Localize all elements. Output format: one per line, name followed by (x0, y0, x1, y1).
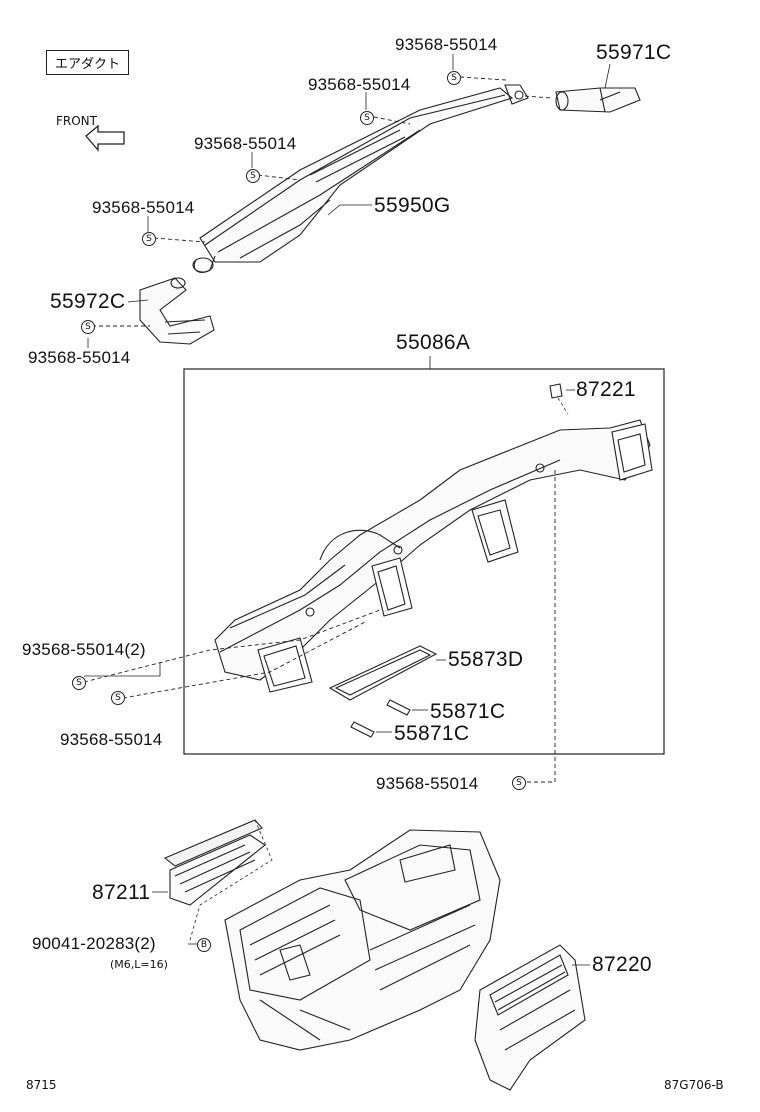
screw-symbol-1: S (447, 71, 461, 85)
label-93568-top: 93568-55014 (395, 35, 498, 54)
screw-symbol-8: S (512, 776, 526, 790)
footer-right-code: 87G706-B (664, 1078, 724, 1092)
label-55871C-b: 55871C (394, 722, 470, 745)
front-label: FRONT (56, 114, 97, 128)
duct-55950G-drawing (192, 84, 529, 273)
hvac-unit-drawing (224, 829, 501, 1051)
label-55871C-a: 55871C (430, 700, 506, 723)
label-93568-f: 93568-55014 (376, 774, 479, 793)
front-arrow-icon (85, 124, 125, 152)
bolt-symbol: B (197, 938, 211, 952)
screw-symbol-6: S (72, 676, 86, 690)
label-90041: 90041-20283(2) (32, 934, 156, 953)
screw-symbol-3: S (246, 169, 260, 183)
vent-55972C-drawing (139, 277, 215, 345)
label-87211: 87211 (92, 881, 151, 904)
label-93568-c: 93568-55014 (92, 198, 195, 217)
label-90041-note: (M6,L=16) (110, 958, 168, 971)
screw-symbol-7: S (111, 691, 125, 705)
footer-left-code: 8715 (26, 1078, 57, 1092)
label-87221: 87221 (576, 378, 636, 401)
label-55972C: 55972C (50, 290, 126, 313)
strip-55871C-b (350, 721, 375, 738)
screw-symbol-5: S (81, 320, 95, 334)
duct-55086A-drawing (214, 419, 653, 693)
label-93568-e: 93568-55014 (60, 730, 163, 749)
assembly-box-55086A (183, 368, 665, 755)
screw-symbol-2: S (360, 111, 374, 125)
clip-87221-drawing (549, 383, 563, 399)
panel-87220-drawing (474, 944, 586, 1091)
label-93568-a: 93568-55014 (308, 75, 411, 94)
filter-87211-drawing (163, 819, 266, 906)
label-93568-b: 93568-55014 (194, 134, 297, 153)
label-55971C: 55971C (596, 41, 672, 64)
label-93568-d: 93568-55014 (28, 348, 131, 367)
gasket-55873D-drawing (328, 645, 438, 701)
label-87220: 87220 (592, 953, 652, 976)
screw-symbol-4: S (142, 232, 156, 246)
vent-55971C-drawing (555, 87, 641, 113)
section-title: エアダクト (46, 50, 130, 75)
label-55086A: 55086A (396, 331, 471, 354)
label-55950G: 55950G (374, 194, 451, 217)
label-93568-x2: 93568-55014(2) (22, 640, 146, 659)
strip-55871C-a (386, 699, 411, 716)
label-55873D: 55873D (448, 648, 524, 671)
